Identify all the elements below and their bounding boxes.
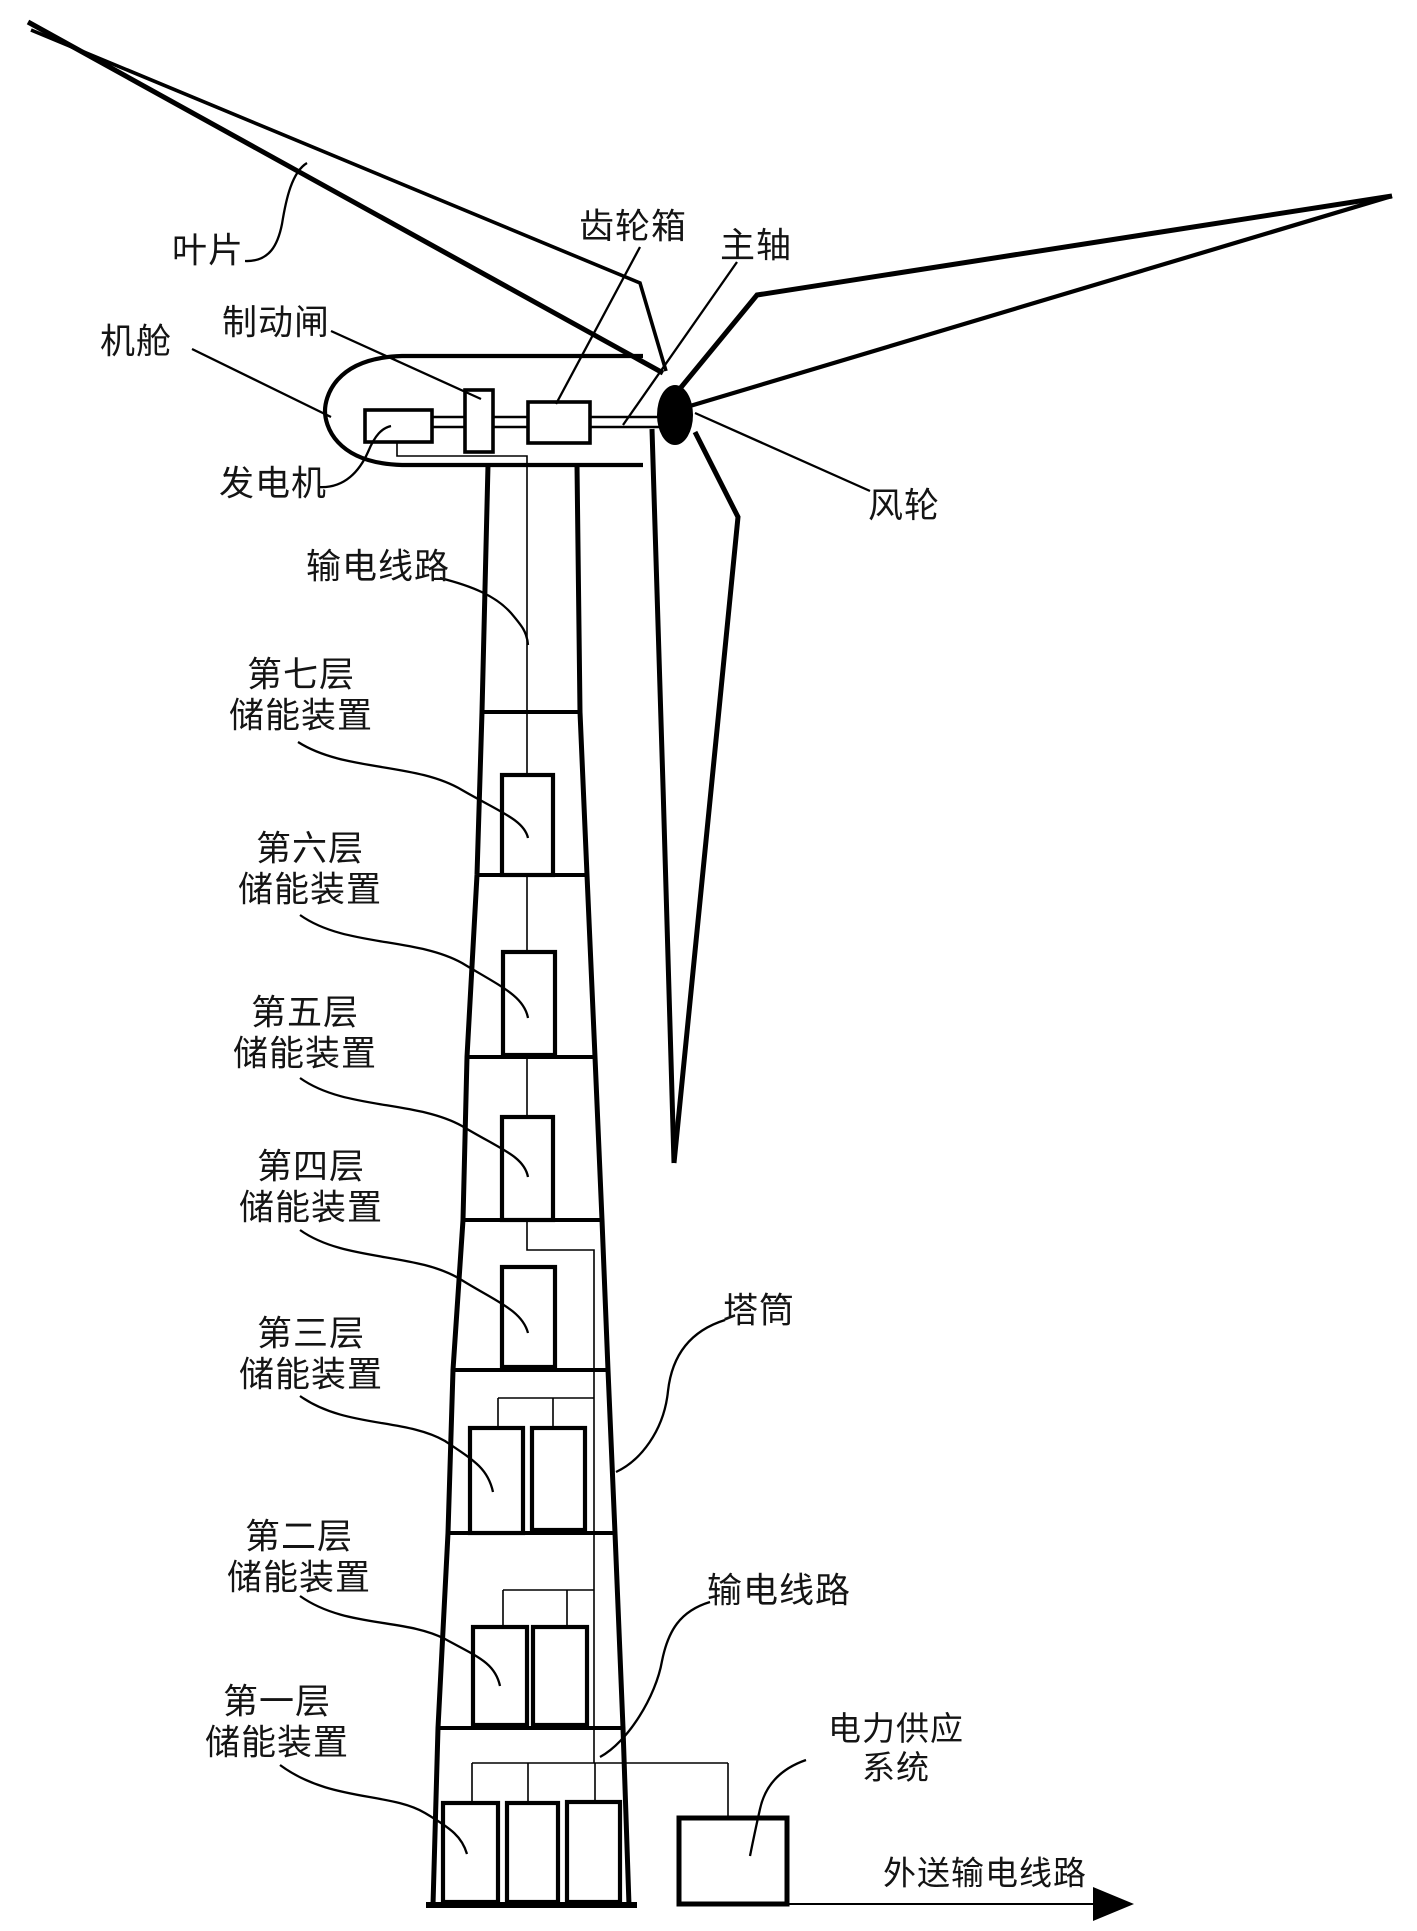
storage-box-layer3-a bbox=[467, 1425, 526, 1536]
storage-layer-2-label: 第二层 储能装置 bbox=[227, 1517, 371, 1600]
storage-layer-3-line1: 第三层 bbox=[256, 1314, 366, 1354]
power-supply-line1: 电力供应 bbox=[828, 1712, 964, 1749]
nacelle-label: 机舱 bbox=[99, 322, 173, 362]
leader-gearbox bbox=[554, 246, 642, 405]
storage-layer-6-line1: 第六层 bbox=[255, 829, 365, 869]
leader-nacelle bbox=[191, 347, 332, 419]
storage-layer-1-label: 第一层 储能装置 bbox=[205, 1682, 349, 1765]
storage-box-layer5 bbox=[499, 1114, 556, 1223]
storage-box-layer7 bbox=[499, 772, 556, 878]
rotor-hub bbox=[657, 385, 693, 445]
wire-seg-4-jog bbox=[526, 1220, 595, 1398]
storage-layer-5-line2: 储能装置 bbox=[232, 1035, 378, 1074]
power-supply-box bbox=[676, 1815, 790, 1907]
wire-generator-drop bbox=[396, 442, 528, 775]
storage-box-layer1-b bbox=[504, 1800, 561, 1905]
wire-bus-layer2 bbox=[502, 1589, 594, 1627]
storage-layer-3-label: 第三层 储能装置 bbox=[239, 1314, 383, 1397]
storage-boxes bbox=[440, 772, 623, 1905]
leader-layer6 bbox=[299, 914, 530, 1019]
leader-layer4 bbox=[299, 1229, 530, 1334]
gearbox-label: 齿轮箱 bbox=[578, 207, 688, 247]
blade-right bbox=[676, 193, 1393, 409]
storage-layer-7-line1: 第七层 bbox=[246, 655, 356, 695]
nacelle-body bbox=[322, 353, 643, 468]
leader-transmission-upper bbox=[439, 576, 530, 646]
storage-box-layer2-b bbox=[530, 1624, 590, 1728]
storage-layer-3-line2: 储能装置 bbox=[238, 1356, 384, 1395]
storage-layer-1-line1: 第一层 bbox=[222, 1682, 332, 1722]
leader-layer3 bbox=[299, 1395, 495, 1493]
storage-layer-5-label: 第五层 储能装置 bbox=[233, 993, 377, 1076]
leader-layer1 bbox=[279, 1764, 469, 1855]
transmission-line-lower-label: 输电线路 bbox=[706, 1571, 852, 1611]
storage-box-layer4 bbox=[499, 1264, 558, 1370]
storage-box-layer2-a bbox=[470, 1624, 530, 1728]
storage-layer-1-line2: 储能装置 bbox=[204, 1724, 350, 1763]
leader-layer7 bbox=[297, 741, 530, 839]
storage-box-layer1-a bbox=[440, 1800, 501, 1905]
leader-tower bbox=[615, 1318, 726, 1474]
brake-label: 制动闸 bbox=[221, 303, 331, 343]
outgoing-transmission-line-label: 外送输电线路 bbox=[883, 1856, 1087, 1893]
storage-layer-2-line2: 储能装置 bbox=[226, 1559, 372, 1598]
arrow-right-icon bbox=[1093, 1887, 1134, 1921]
storage-box-layer1-c bbox=[564, 1799, 623, 1905]
rotor-label: 风轮 bbox=[867, 486, 941, 526]
wire-bus-layer1 bbox=[471, 1762, 728, 1803]
leader-rotor bbox=[694, 411, 871, 493]
storage-layer-4-label: 第四层 储能装置 bbox=[239, 1147, 383, 1230]
leader-layer2 bbox=[299, 1595, 502, 1687]
leader-layer5 bbox=[299, 1077, 530, 1178]
internal-transmission-wires bbox=[396, 442, 729, 1818]
storage-layer-5-line1: 第五层 bbox=[250, 993, 360, 1033]
leader-brake bbox=[330, 329, 482, 401]
tower-label: 塔筒 bbox=[722, 1291, 796, 1331]
power-supply-line2: 系统 bbox=[862, 1751, 930, 1787]
power-supply-system-label: 电力供应 系统 bbox=[828, 1711, 964, 1789]
leader-power-supply bbox=[748, 1758, 807, 1857]
main-shaft-label: 主轴 bbox=[719, 226, 793, 266]
leader-main-shaft bbox=[622, 261, 738, 426]
leader-lines bbox=[191, 162, 871, 1857]
generator-label: 发电机 bbox=[218, 464, 328, 504]
blade-left bbox=[26, 19, 668, 376]
outgoing-transmission-line bbox=[787, 1887, 1134, 1921]
leader-transmission-lower bbox=[599, 1600, 711, 1759]
storage-layer-6-label: 第六层 储能装置 bbox=[238, 829, 382, 912]
blade-label: 叶片 bbox=[171, 231, 245, 271]
storage-layer-2-line1: 第二层 bbox=[244, 1517, 354, 1557]
storage-layer-7-label: 第七层 储能装置 bbox=[229, 655, 373, 738]
blade-down bbox=[649, 428, 741, 1164]
transmission-line-upper-label: 输电线路 bbox=[305, 547, 451, 587]
storage-layer-6-line2: 储能装置 bbox=[237, 871, 383, 910]
storage-box-layer6 bbox=[500, 949, 558, 1058]
storage-layer-4-line2: 储能装置 bbox=[238, 1189, 384, 1228]
storage-layer-7-line2: 储能装置 bbox=[228, 697, 374, 736]
leader-blade bbox=[244, 162, 308, 263]
storage-box-layer3-b bbox=[529, 1425, 588, 1533]
wire-bus-layer3 bbox=[497, 1397, 594, 1428]
brake-box bbox=[463, 388, 495, 454]
leader-generator bbox=[317, 424, 392, 489]
storage-layer-4-line1: 第四层 bbox=[256, 1147, 366, 1187]
gearbox-box bbox=[526, 400, 592, 445]
